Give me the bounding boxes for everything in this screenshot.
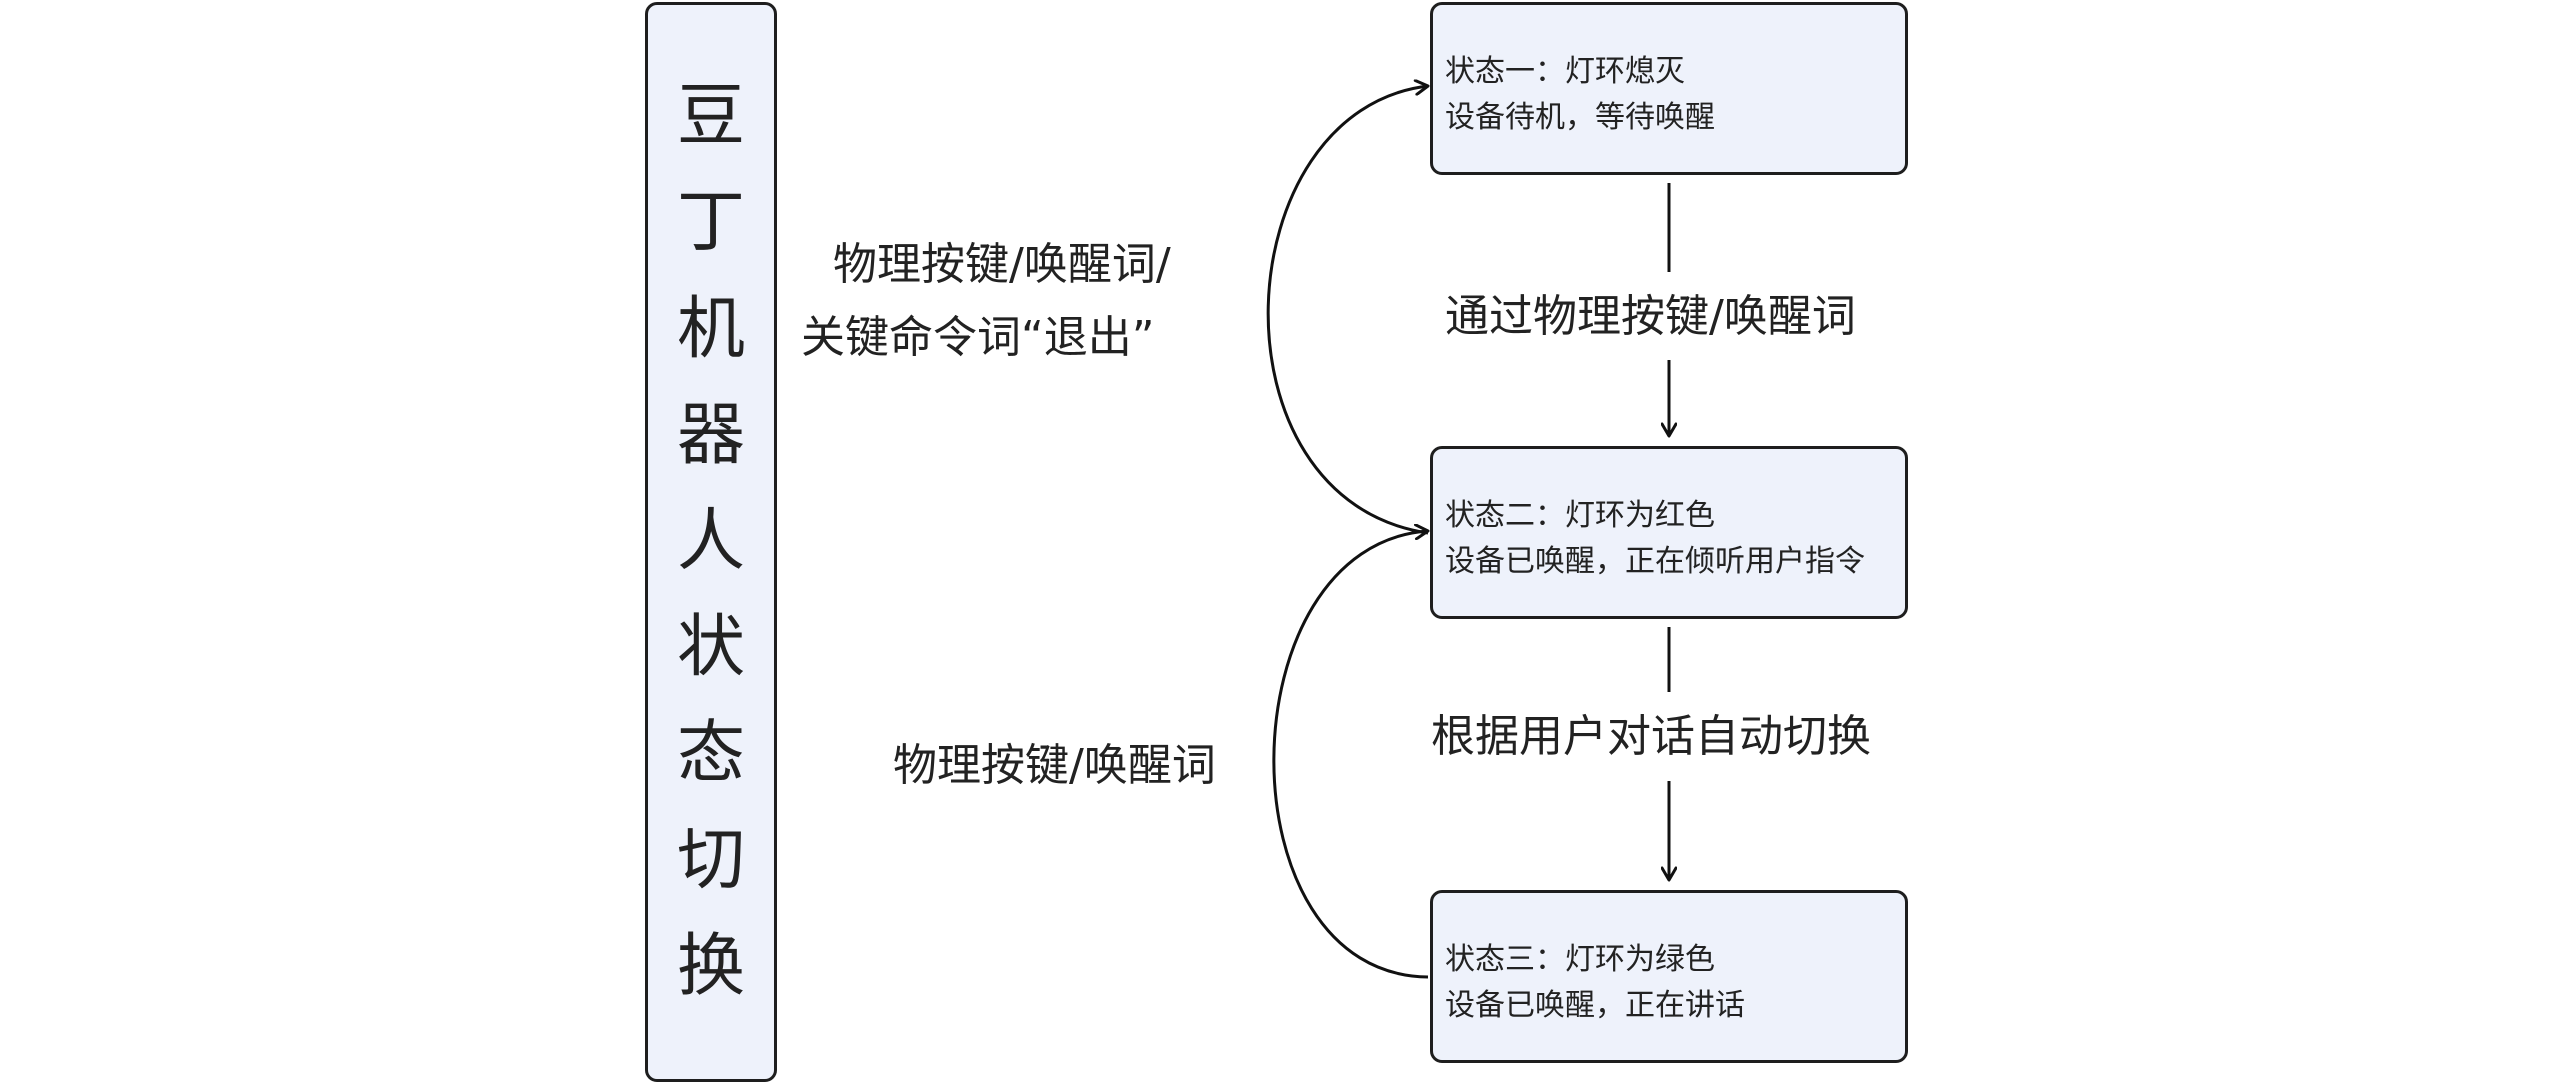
state-description: 设备待机，等待唤醒 [1445,100,1715,135]
arrow-label-3-to-2: 物理按键/唤醒词 [893,740,1216,791]
title-char: 态 [676,714,745,794]
title-char: 机 [676,289,745,369]
state-title: 状态三：灯环为绿色 [1445,942,1715,977]
diagram-title-box: 豆 丁 机 器 人 状 态 切 换 [645,2,777,1082]
state-box-listening: 状态二：灯环为红色 设备已唤醒，正在倾听用户指令 [1430,446,1908,619]
arrow-2-to-1 [1266,86,1428,535]
title-char: 豆 [676,77,745,157]
state-box-speaking: 状态三：灯环为绿色 设备已唤醒，正在讲话 [1430,890,1908,1063]
state-title: 状态二：灯环为红色 [1445,498,1715,533]
title-char: 状 [676,608,745,688]
title-char: 器 [676,395,745,475]
title-char: 丁 [676,183,745,263]
title-char: 切 [676,820,745,900]
arrow-3-to-2 [1272,531,1428,979]
title-char: 换 [676,926,745,1006]
arrow-label-2-to-3: 根据用户对话自动切换 [1431,711,1871,762]
state-box-standby: 状态一：灯环熄灭 设备待机，等待唤醒 [1430,2,1908,175]
arrow-label-1-to-2: 通过物理按键/唤醒词 [1445,291,1856,342]
arrow-label-2-to-1-line2: 关键命令词“退出” [801,312,1155,363]
arrow-label-2-to-1-line1: 物理按键/唤醒词/ [833,239,1171,290]
state-title: 状态一：灯环熄灭 [1445,54,1685,89]
title-char: 人 [676,501,745,581]
state-description: 设备已唤醒，正在讲话 [1445,988,1745,1023]
state-description: 设备已唤醒，正在倾听用户指令 [1445,544,1865,579]
